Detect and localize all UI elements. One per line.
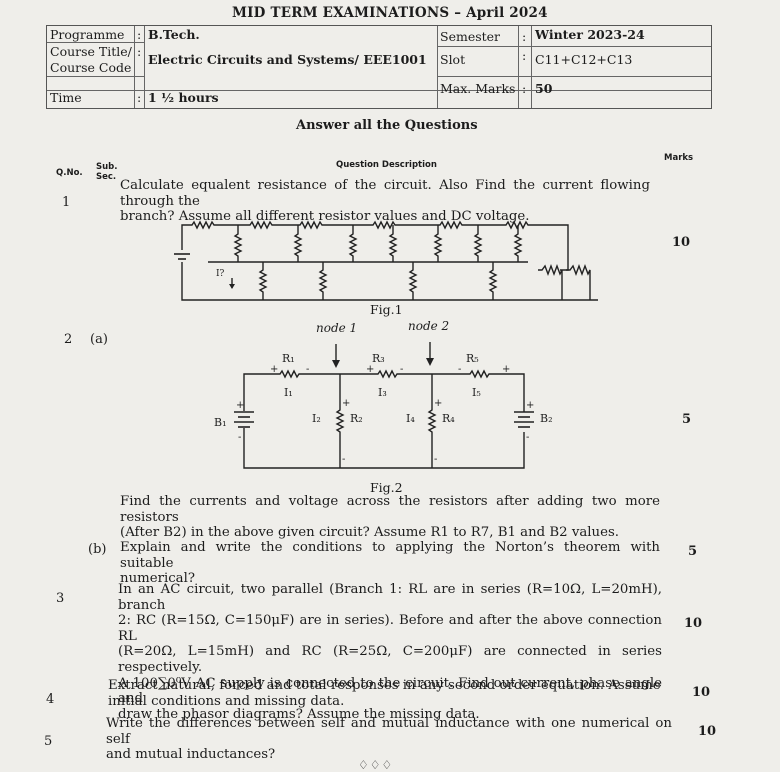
slot-value: C11+C12+C13 (535, 52, 633, 67)
colon: : (522, 29, 527, 44)
exam-title: MID TERM EXAMINATIONS – April 2024 (232, 5, 548, 21)
max-marks-value: 50 (535, 81, 553, 96)
minus-sign: - (400, 364, 403, 375)
node-2-label: node 2 (408, 319, 449, 333)
plus-sign: + (434, 398, 442, 409)
course-title-label: Course Title/ (50, 44, 132, 59)
r3-label: R₃ (372, 352, 385, 365)
time-value: 1 ½ hours (148, 90, 219, 105)
course-info-table: Programme : B.Tech. Course Title/ Course… (46, 25, 712, 109)
question-1-number: 1 (62, 195, 71, 210)
figure-2-caption: Fig.2 (370, 480, 403, 495)
b2-label: B₂ (540, 412, 553, 425)
question-1-marks: 10 (672, 235, 691, 250)
question-2a-text: Find the currents and voltage across the… (120, 494, 660, 541)
minus-sign: - (434, 454, 437, 465)
semester-label: Semester (440, 29, 501, 44)
question-2b-marks: 5 (688, 544, 698, 559)
i5-label: I₅ (472, 386, 481, 399)
r5-label: R₅ (466, 352, 479, 365)
i2-label: I₂ (312, 412, 321, 425)
question-2-number: 2 (64, 332, 73, 347)
figure-2-circuit: node 1 node 2 R₁ R₃ R₅ I₁ I₃ I₅ R₂ R₄ I₂… (214, 319, 553, 469)
question-5-text: Write the differences between self and m… (106, 716, 672, 763)
programme-value: B.Tech. (148, 27, 200, 42)
marks-header: Marks (664, 153, 694, 163)
course-value: Electric Circuits and Systems/ EEE1001 (148, 52, 427, 67)
minus-sign: - (458, 364, 461, 375)
question-3-number: 3 (56, 591, 65, 606)
r2-label: R₂ (350, 412, 363, 425)
figure-1-circuit: I? (174, 220, 598, 301)
plus-sign: + (270, 364, 278, 375)
time-label: Time (50, 90, 82, 105)
max-marks-label: Max. Marks (440, 81, 516, 96)
figure-1-caption: Fig.1 (370, 302, 403, 317)
i4-label: I₄ (406, 412, 415, 425)
b1-label: B₁ (214, 416, 227, 429)
colon: : (522, 81, 527, 96)
plus-sign: + (342, 398, 350, 409)
sub-header: Sub. (96, 162, 118, 172)
plus-sign: + (526, 400, 534, 411)
question-3-marks: 10 (684, 616, 703, 631)
minus-sign: - (342, 454, 345, 465)
sec-header: Sec. (96, 172, 117, 182)
question-2a-label: (a) (90, 332, 108, 347)
question-2b-label: (b) (88, 542, 107, 557)
minus-sign: - (238, 432, 241, 443)
plus-sign: + (366, 364, 374, 375)
question-4-marks: 10 (692, 685, 711, 700)
minus-sign: - (526, 432, 529, 443)
slot-label: Slot (440, 52, 466, 67)
i3-label: I₃ (378, 386, 387, 399)
question-2a-marks: 5 (682, 412, 692, 427)
qno-header: Q.No. (56, 168, 83, 178)
question-2b-text: Explain and write the conditions to appl… (120, 540, 660, 587)
node-1-label: node 1 (316, 321, 357, 335)
question-5-marks: 10 (698, 724, 717, 739)
instructions: Answer all the Questions (296, 118, 478, 133)
question-3-text: In an AC circuit, two parallel (Branch 1… (118, 582, 662, 722)
i1-label: I₁ (284, 386, 293, 399)
colon: : (137, 90, 142, 105)
semester-value: Winter 2023-24 (535, 27, 645, 42)
plus-sign: + (236, 400, 244, 411)
question-4-text: Extract natural, forced and total respon… (108, 678, 661, 709)
current-label: I? (216, 269, 225, 279)
footer-ornament: ♢♢♢ (358, 758, 394, 772)
colon: : (137, 27, 142, 42)
r1-label: R₁ (282, 352, 295, 365)
description-header: Question Description (336, 160, 437, 170)
colon: : (522, 48, 527, 63)
plus-sign: + (502, 364, 510, 375)
course-code-label: Course Code (50, 60, 132, 75)
minus-sign: - (306, 364, 309, 375)
question-5-number: 5 (44, 734, 53, 749)
r4-label: R₄ (442, 412, 455, 425)
question-1-text: Calculate equalent resistance of the cir… (120, 178, 650, 225)
colon: : (137, 44, 142, 59)
programme-label: Programme (50, 27, 125, 42)
question-4-number: 4 (46, 692, 55, 707)
